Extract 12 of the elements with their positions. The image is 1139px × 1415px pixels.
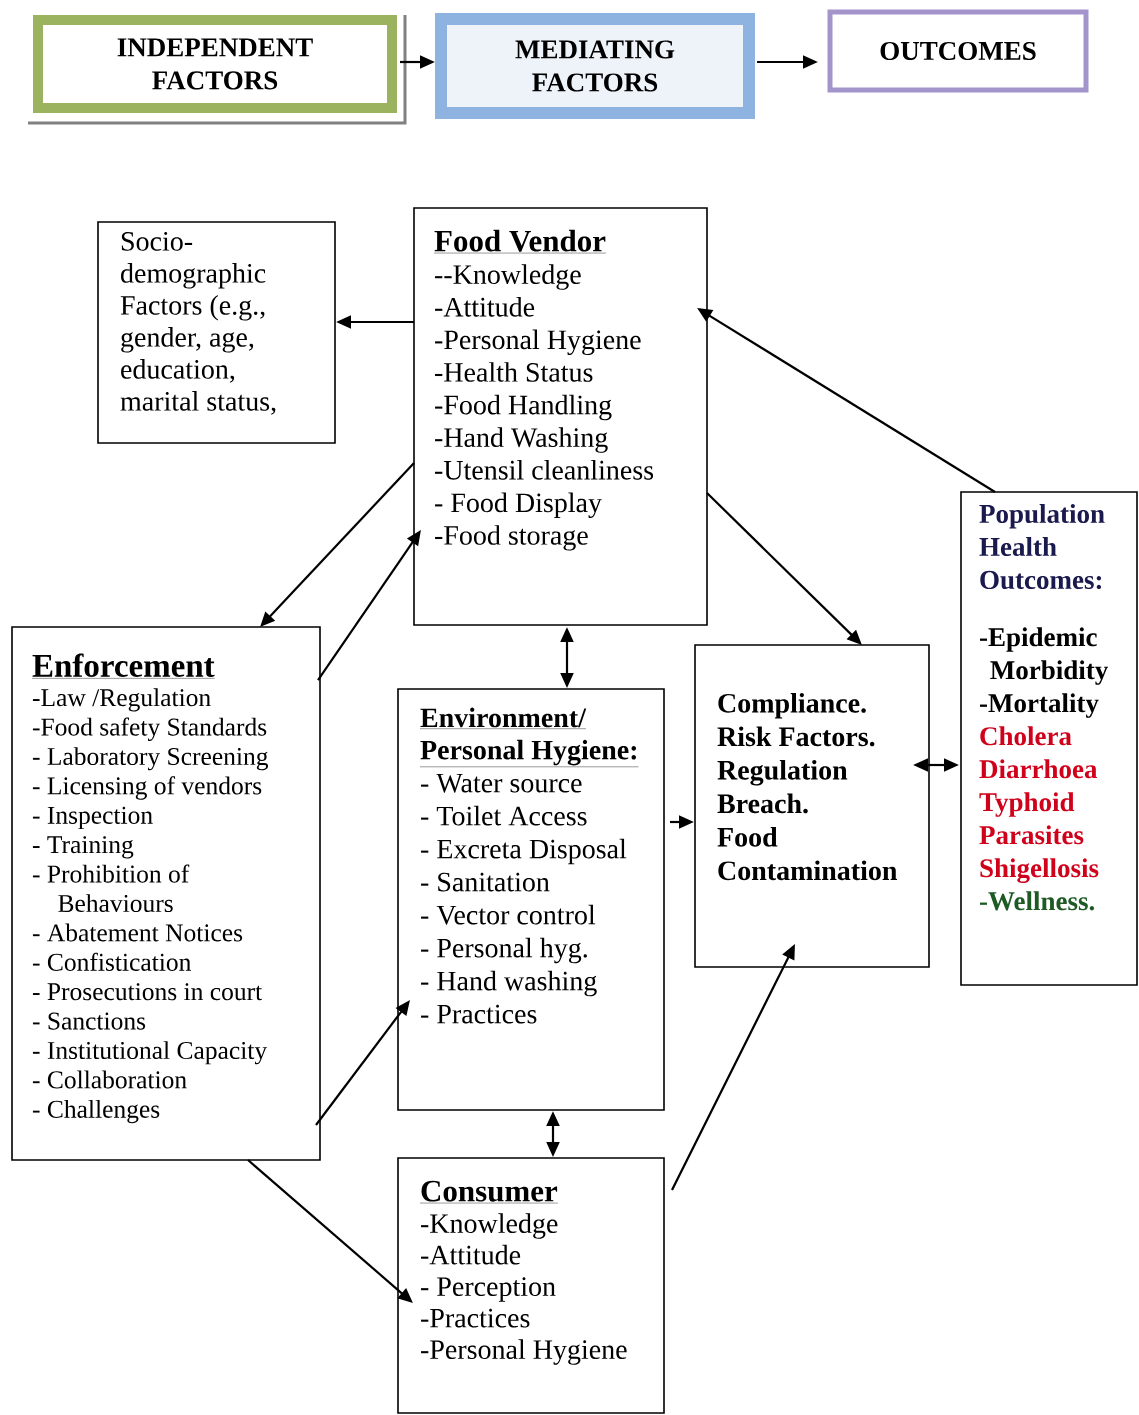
header-box: MEDIATING FACTORS: [435, 13, 755, 119]
header-box: OUTCOMES: [827, 9, 1089, 93]
factor-box: Consumer -Knowledge -Attitude - Perception -Practices -Personal Hygiene: [397, 1157, 665, 1414]
header-box: INDEPENDENT FACTORS: [28, 15, 407, 125]
factor-box: Food Vendor --Knowledge -Attitude -Personal Hygiene -Health Status -Food Handling -Hand Washing -Utensil cleanliness - Food Display -Food storage: [413, 207, 708, 626]
outcome-box: Compliance. Risk Factors. Regulation Breach. Food Contamination: [694, 644, 930, 968]
arrow: [706, 492, 862, 645]
outcome-box: Population Health Outcomes: -Epidemic Morbidity -Mortality Cholera Diarrhoea Typhoid Parasites Shigellosis -Wellness.: [960, 491, 1138, 986]
factor-box: Socio-demographic Factors (e.g., gender, age, education, marital status,: [97, 221, 336, 444]
factor-box: Environment/ Personal Hygiene: - Water source - Toilet Access - Excreta Disposal - Sanitation - Vector control - Personal hyg. - Hand washing - Practices: [397, 688, 665, 1111]
arrow: [260, 462, 415, 627]
factor-box: Enforcement -Law /Regulation -Food safety Standards - Laboratory Screening - Licensing of vendors - Inspection - Training - Prohibition of Behaviours - Abatement Notices - Confistication - Prosecutions in court - Sanctions - Institutional Capacity - Collaboration - Challenges: [11, 626, 321, 1161]
